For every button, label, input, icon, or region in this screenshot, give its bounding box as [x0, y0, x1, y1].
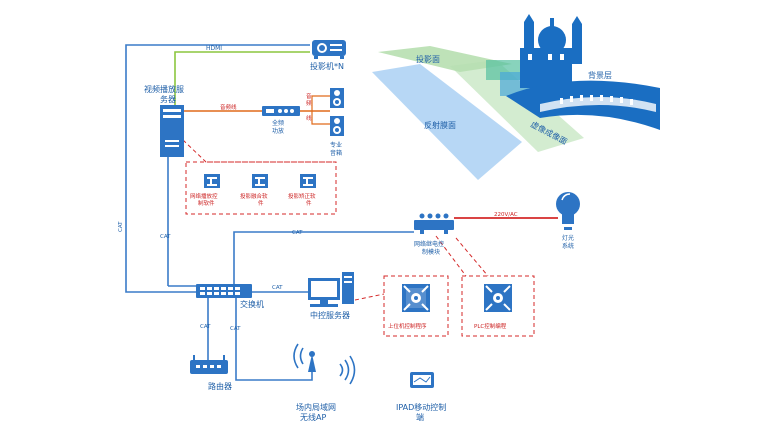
- projection-correction-software-icon: [300, 174, 316, 188]
- server-tower-icon: [160, 105, 184, 157]
- pro-speaker-label-2: 音箱: [330, 149, 342, 157]
- proj-plane-label: 投影面: [416, 54, 440, 64]
- amp-label-2: 功放: [272, 127, 284, 135]
- switch-label: 交换机: [240, 299, 264, 309]
- router-icon: [190, 355, 228, 374]
- cat-line-left-loop: [125, 44, 310, 293]
- reflect-film-plane: [372, 64, 522, 180]
- reflect-plane-label: 反射膜面: [424, 120, 456, 130]
- hdmi-label: HDMI: [206, 45, 222, 52]
- speaker-icon-bottom: [330, 116, 344, 136]
- projection-fusion-software-icon: [252, 174, 268, 188]
- video-server-label-2: 务器: [160, 94, 176, 104]
- network-switch-icon: [196, 284, 252, 298]
- pro-speaker-label-1: 专业: [330, 141, 342, 149]
- projector-label: 投影机*N: [310, 61, 344, 71]
- background-building: [486, 14, 660, 130]
- relay-label-1: 网络继电控: [414, 240, 444, 248]
- cat-label-server: CAT: [160, 234, 171, 240]
- speaker-line-label-1: 音: [306, 92, 312, 100]
- video-server-label-1: 视频播放服: [144, 84, 184, 94]
- proj-fusion-label-1: 投影融合软: [240, 192, 268, 200]
- ac-label: 220V/AC: [494, 212, 518, 218]
- virtual-image-plane: [450, 60, 584, 152]
- cat-line-switch-ap: [235, 298, 313, 381]
- ipad-label-2: 端: [416, 412, 424, 422]
- proj-correct-label-1: 投影矫正软: [288, 192, 316, 200]
- cat-label-left: CAT: [118, 221, 124, 232]
- control-computer-icon: [308, 272, 354, 307]
- software-dashed-box: [185, 161, 337, 215]
- light-label-2: 系统: [562, 242, 574, 250]
- ipad-icon: [410, 372, 434, 388]
- relay-label-2: 制模块: [422, 248, 440, 256]
- cat-label-control: CAT: [272, 285, 283, 291]
- upper-prog-dashed-box: [383, 275, 449, 337]
- cat-line-switch-relay: [233, 231, 414, 288]
- cat-label-relay: CAT: [292, 230, 303, 236]
- upper-program-icon: [402, 284, 430, 312]
- network-play-software-icon: [204, 174, 220, 188]
- light-bulb-icon: [556, 192, 580, 230]
- light-label-1: 灯光: [562, 234, 574, 242]
- relay-module-icon: [414, 213, 454, 234]
- net-play-label-1: 网络播放控: [190, 192, 218, 200]
- cat-label-router: CAT: [200, 324, 211, 330]
- audio-line-label: 音频线: [220, 103, 237, 111]
- background-label: 背景层: [588, 70, 612, 80]
- amplifier-icon: [262, 106, 300, 116]
- upper-prog-label: 上位机控制程序: [388, 322, 427, 330]
- speaker-line-label-2: 频: [306, 99, 312, 107]
- wifi-label-2: 无线AP: [300, 412, 326, 422]
- speaker-icon-top: [330, 88, 344, 108]
- cat-label-ap: CAT: [230, 326, 241, 332]
- projector-icon: [312, 40, 346, 59]
- amp-label-1: 全频: [272, 119, 284, 127]
- router-label: 路由器: [208, 381, 232, 391]
- control-server-label: 中控服务器: [310, 310, 350, 320]
- plc-program-icon: [484, 284, 512, 312]
- wifi-label-1: 场内局域网: [296, 402, 336, 412]
- proj-correct-label-2: 件: [306, 199, 312, 207]
- ipad-label-1: IPAD移动控制: [396, 402, 446, 412]
- speaker-line-label-3: 线: [306, 114, 312, 122]
- cat-line-switch-router: [206, 298, 209, 367]
- plc-prog-dashed-box: [461, 275, 535, 337]
- proj-fusion-label-2: 件: [258, 199, 264, 207]
- plc-prog-label: PLC控制编程: [474, 322, 507, 330]
- hdmi-line: [174, 51, 310, 105]
- net-play-label-2: 制软件: [198, 199, 215, 207]
- wireless-ap-icon: [293, 343, 356, 385]
